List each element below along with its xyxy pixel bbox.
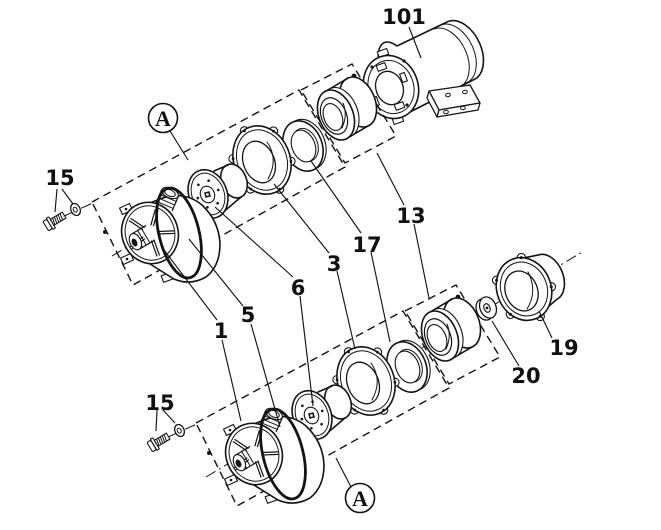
callout-casing-3: 3 xyxy=(327,252,342,276)
callout-housing-1: 1 xyxy=(214,319,229,343)
callout-gasket-17: 17 xyxy=(352,233,381,257)
motor-bracket xyxy=(426,84,481,118)
callout-rear-housing-19: 19 xyxy=(549,336,578,360)
callout-screw-15-bottom: 15 xyxy=(145,391,174,415)
rear-housing-drawing xyxy=(491,252,566,322)
view-marker-bottom-letter: A xyxy=(352,486,368,511)
detail-view-marker-top: A xyxy=(147,102,179,134)
view-marker-top-letter: A xyxy=(155,106,171,131)
callout-capsule-13: 13 xyxy=(396,204,425,228)
pump-head-assembly-top xyxy=(40,62,398,287)
callout-motor-101: 101 xyxy=(382,5,426,29)
leader-lines xyxy=(54,26,553,488)
pump-head-assembly-bottom xyxy=(144,283,502,508)
callout-screw-15-top: 15 xyxy=(45,166,74,190)
callout-bushing-20: 20 xyxy=(511,364,540,388)
callout-oring-5: 5 xyxy=(241,303,256,327)
callout-impeller-6: 6 xyxy=(291,276,306,300)
bushing-drawing xyxy=(475,296,498,321)
detail-view-marker-bottom: A xyxy=(344,482,376,514)
motor-drawing xyxy=(362,19,485,126)
